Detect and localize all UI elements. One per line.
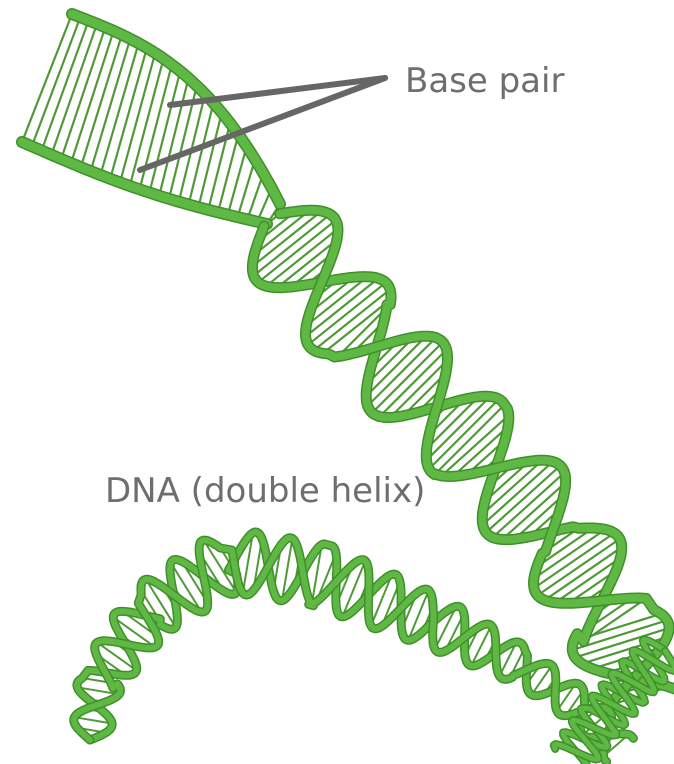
helix-strands	[22, 14, 674, 764]
base-pair-rung	[120, 53, 155, 182]
base-pair-rung	[198, 113, 221, 208]
base-pair-rung	[189, 103, 214, 205]
open-strand-bottom	[22, 142, 267, 224]
base-pair-rung	[228, 146, 247, 214]
base-pair-rung	[91, 39, 131, 171]
base-pair-rung	[61, 27, 105, 159]
base-pair-rung	[372, 342, 443, 413]
base-pair-rung	[22, 14, 72, 142]
dna-label: DNA (double helix)	[105, 471, 425, 511]
base-pair-rung	[100, 43, 138, 175]
base-pair-label: Base pair	[405, 61, 564, 101]
base-pair-rung	[218, 134, 238, 212]
base-pair-rung	[110, 48, 147, 179]
